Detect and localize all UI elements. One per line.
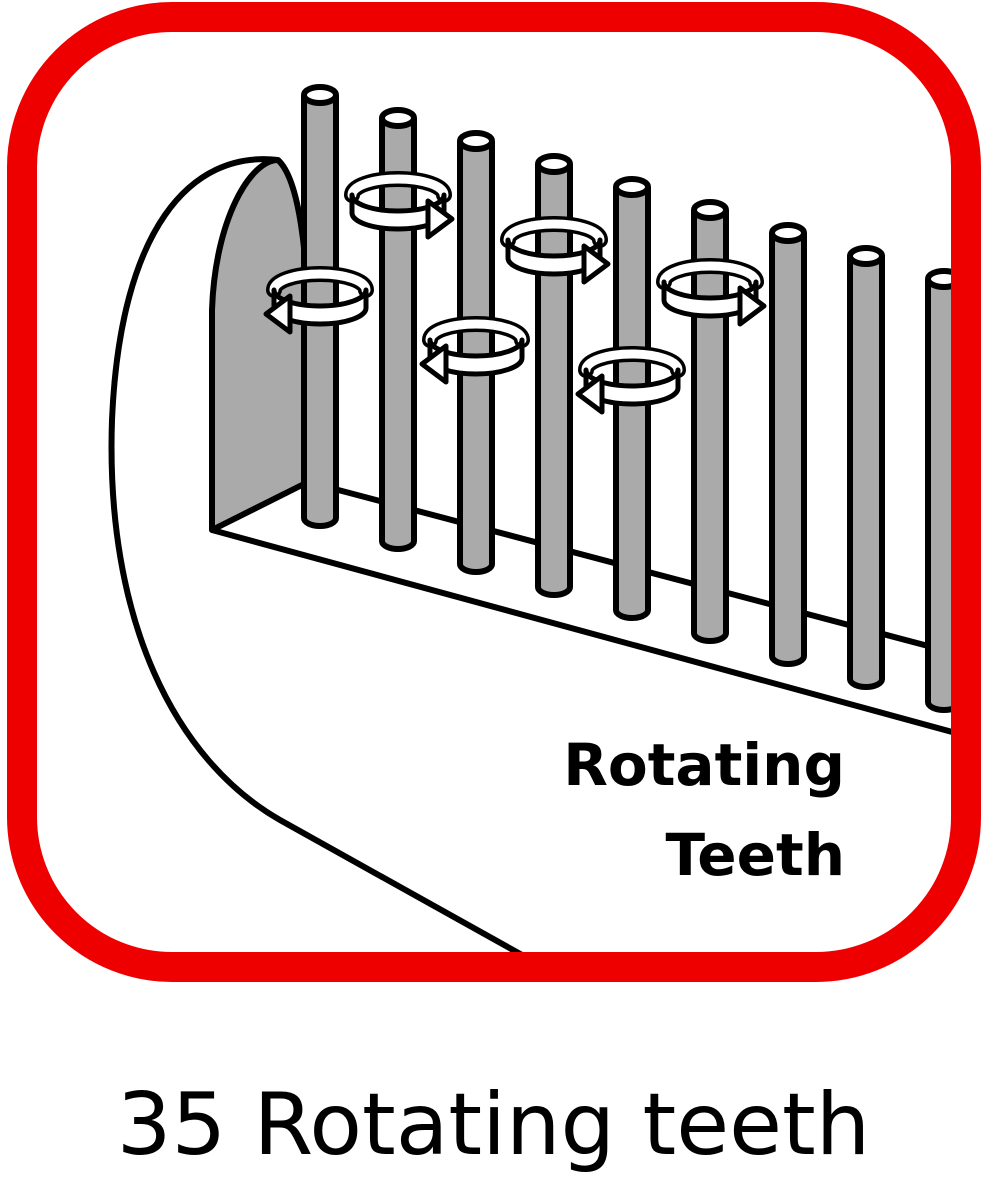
illustration-scene bbox=[108, 84, 966, 967]
comb-body bbox=[108, 156, 966, 967]
rotating-teeth-illustration bbox=[7, 2, 981, 982]
tooth bbox=[457, 130, 495, 575]
rotation-arrow-icon bbox=[500, 216, 611, 285]
comb-body-shade bbox=[209, 157, 311, 533]
inner-label-line-2: Teeth bbox=[665, 821, 845, 889]
rotation-arrow-icon bbox=[656, 258, 767, 327]
rotation-arrow-icon bbox=[575, 346, 686, 415]
inner-label-line-1: Rotating bbox=[563, 731, 845, 799]
red-frame bbox=[7, 2, 981, 982]
rotation-arrow-icon bbox=[263, 266, 374, 335]
tooth bbox=[769, 222, 807, 667]
teeth-group bbox=[263, 84, 963, 713]
rotation-arrow-icon bbox=[419, 316, 530, 385]
rotation-arrow-icon bbox=[344, 171, 455, 240]
caption: 35 Rotating teeth bbox=[116, 1075, 871, 1175]
tooth bbox=[847, 245, 885, 690]
